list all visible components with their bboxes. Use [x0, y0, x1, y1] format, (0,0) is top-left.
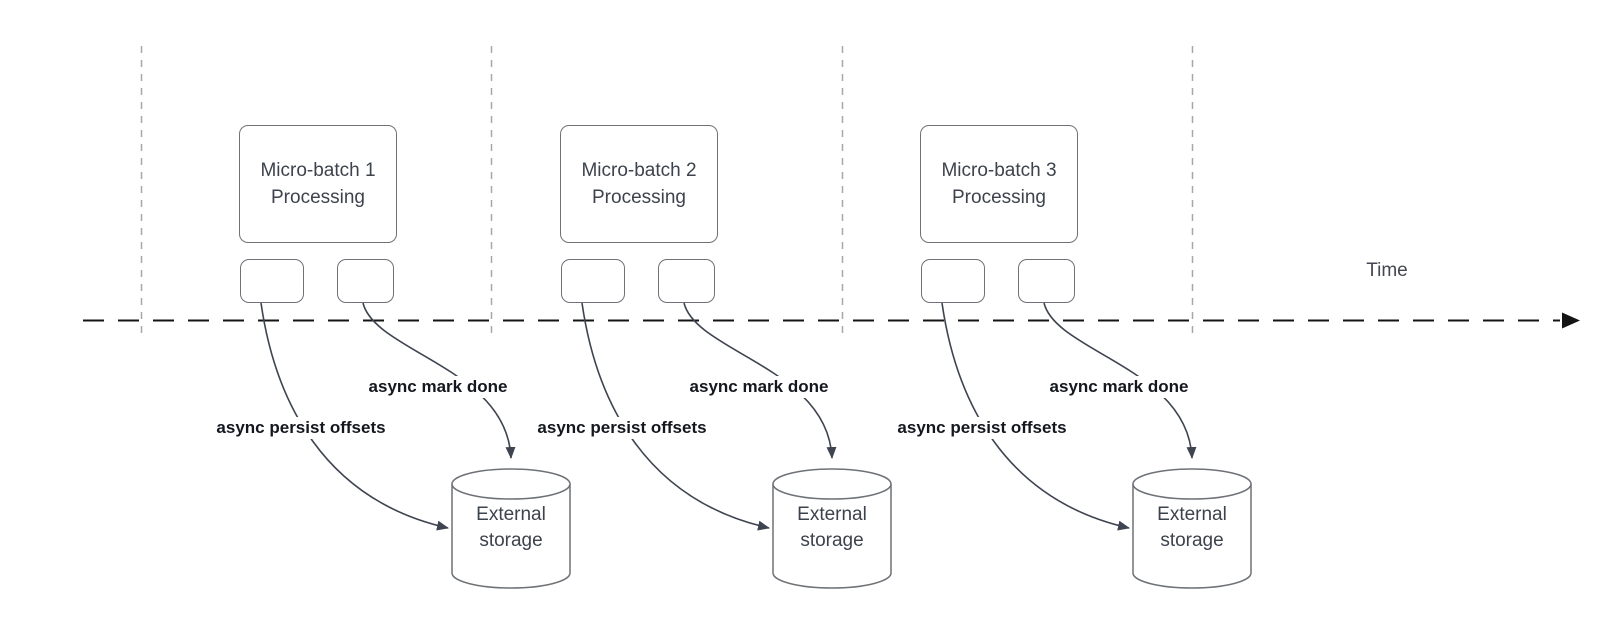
- batch-group-2: Micro-batch 2 Processing async persist o…: [534, 0, 900, 642]
- external-storage-label: External storage: [1157, 504, 1227, 551]
- proc-box-title: Micro-batch 3: [941, 160, 1057, 181]
- micro-batch-1-processing-box: Micro-batch 1 Processing: [239, 125, 397, 243]
- database-cylinder-icon: [772, 468, 892, 589]
- external-storage-cylinder: External storage: [772, 468, 892, 590]
- persist-offsets-arrow: [260, 302, 449, 531]
- external-storage-cylinder: External storage: [451, 468, 571, 590]
- external-storage-cylinder: External storage: [1132, 468, 1252, 590]
- mark-done-label: async mark done: [686, 376, 832, 398]
- mark-done-arrow: [683, 302, 837, 459]
- persist-offsets-arrow: [581, 302, 770, 531]
- persist-offsets-arrow: [941, 302, 1130, 531]
- async-task-chip-persist: [921, 259, 985, 303]
- database-cylinder-icon: [451, 468, 571, 589]
- async-task-chip-done: [337, 259, 394, 303]
- persist-offsets-label: async persist offsets: [213, 417, 389, 439]
- external-storage-label: External storage: [797, 504, 867, 551]
- mark-done-label: async mark done: [1046, 376, 1192, 398]
- external-storage-label: External storage: [476, 504, 546, 551]
- mark-done-arrow: [362, 302, 516, 459]
- time-axis-arrowhead: [1562, 312, 1580, 329]
- proc-box-title: Micro-batch 2: [581, 160, 697, 181]
- proc-box-subtitle: Processing: [952, 187, 1046, 208]
- proc-box-title: Micro-batch 1: [260, 160, 376, 181]
- proc-box-subtitle: Processing: [592, 187, 686, 208]
- proc-box-subtitle: Processing: [271, 187, 365, 208]
- micro-batch-2-processing-box: Micro-batch 2 Processing: [560, 125, 718, 243]
- database-cylinder-icon: [1132, 468, 1252, 589]
- async-task-chip-done: [658, 259, 715, 303]
- persist-offsets-label: async persist offsets: [894, 417, 1070, 439]
- micro-batch-3-processing-box: Micro-batch 3 Processing: [920, 125, 1078, 243]
- batch-group-3: Micro-batch 3 Processing async persist o…: [894, 0, 1260, 642]
- mark-done-label: async mark done: [365, 376, 511, 398]
- async-task-chip-persist: [561, 259, 625, 303]
- async-task-chip-done: [1018, 259, 1075, 303]
- batch-group-1: Micro-batch 1 Processing async persist o…: [213, 0, 579, 642]
- time-axis-label: Time: [1366, 260, 1408, 281]
- persist-offsets-label: async persist offsets: [534, 417, 710, 439]
- async-task-chip-persist: [240, 259, 304, 303]
- mark-done-arrow: [1043, 302, 1197, 459]
